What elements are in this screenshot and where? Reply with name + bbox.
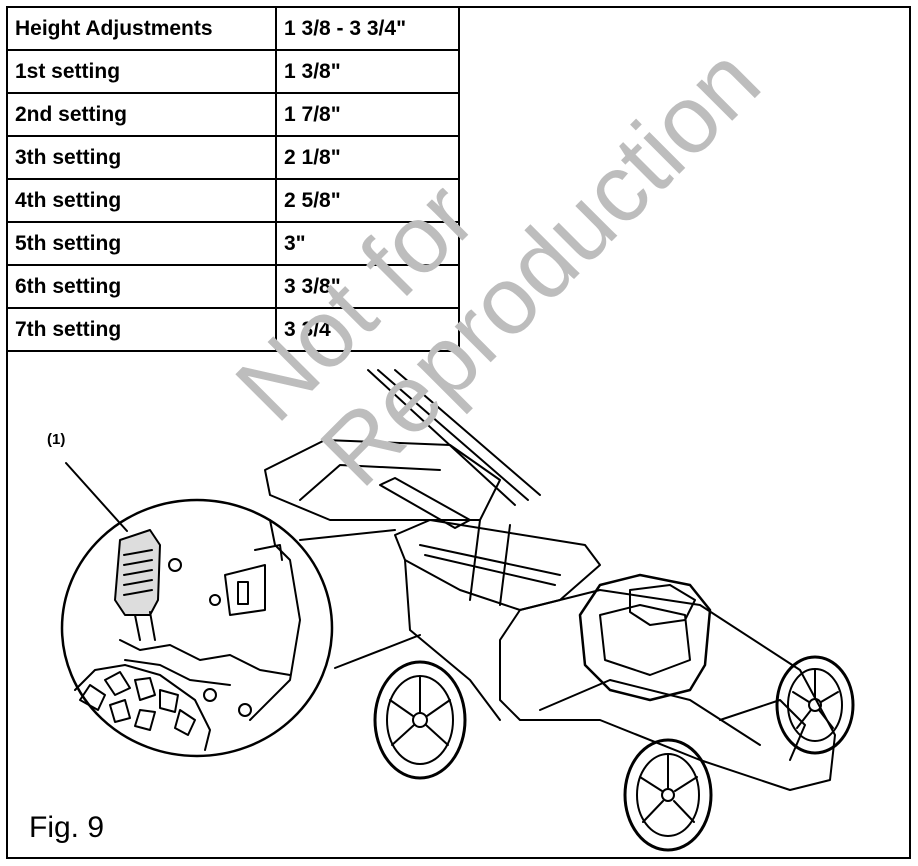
- table-row: 6th setting 3 3/8": [6, 264, 460, 309]
- callout-label: (1): [47, 431, 66, 448]
- setting-value: 2 1/8": [275, 135, 460, 180]
- setting-label: 6th setting: [6, 264, 277, 309]
- setting-value: 3 3/4": [275, 307, 460, 352]
- table-row: 4th setting 2 5/8": [6, 178, 460, 223]
- figure-label: Fig. 9: [29, 811, 105, 844]
- table-row: 3th setting 2 1/8": [6, 135, 460, 180]
- table-row: 7th setting 3 3/4": [6, 307, 460, 352]
- setting-value: 3": [275, 221, 460, 266]
- setting-label: 4th setting: [6, 178, 277, 223]
- setting-value: 1 7/8": [275, 92, 460, 137]
- setting-label: 5th setting: [6, 221, 277, 266]
- table-row: 5th setting 3": [6, 221, 460, 266]
- setting-label: 3th setting: [6, 135, 277, 180]
- table-header-value: 1 3/8 - 3 3/4": [275, 6, 460, 51]
- setting-value: 2 5/8": [275, 178, 460, 223]
- setting-value: 1 3/8": [275, 49, 460, 94]
- table-header-label: Height Adjustments: [6, 6, 277, 51]
- table-row: 2nd setting 1 7/8": [6, 92, 460, 137]
- setting-label: 2nd setting: [6, 92, 277, 137]
- setting-value: 3 3/8": [275, 264, 460, 309]
- setting-label: 7th setting: [6, 307, 277, 352]
- height-adjustment-table: Height Adjustments 1 3/8 - 3 3/4" 1st se…: [6, 6, 460, 352]
- table-row: 1st setting 1 3/8": [6, 49, 460, 94]
- setting-label: 1st setting: [6, 49, 277, 94]
- table-header-row: Height Adjustments 1 3/8 - 3 3/4": [6, 6, 460, 51]
